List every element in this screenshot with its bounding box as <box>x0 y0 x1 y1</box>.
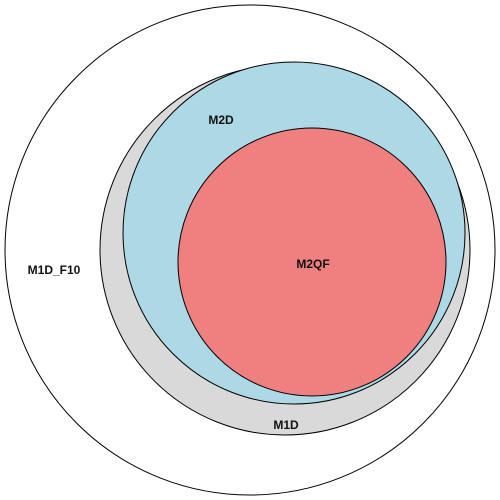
label-m2d: M2D <box>208 113 234 127</box>
set-circle-m2qf <box>177 127 447 397</box>
label-m2qf: M2QF <box>296 257 329 271</box>
label-m1d-f10: M1D_F10 <box>28 263 81 277</box>
label-m1d: M1D <box>273 418 299 432</box>
